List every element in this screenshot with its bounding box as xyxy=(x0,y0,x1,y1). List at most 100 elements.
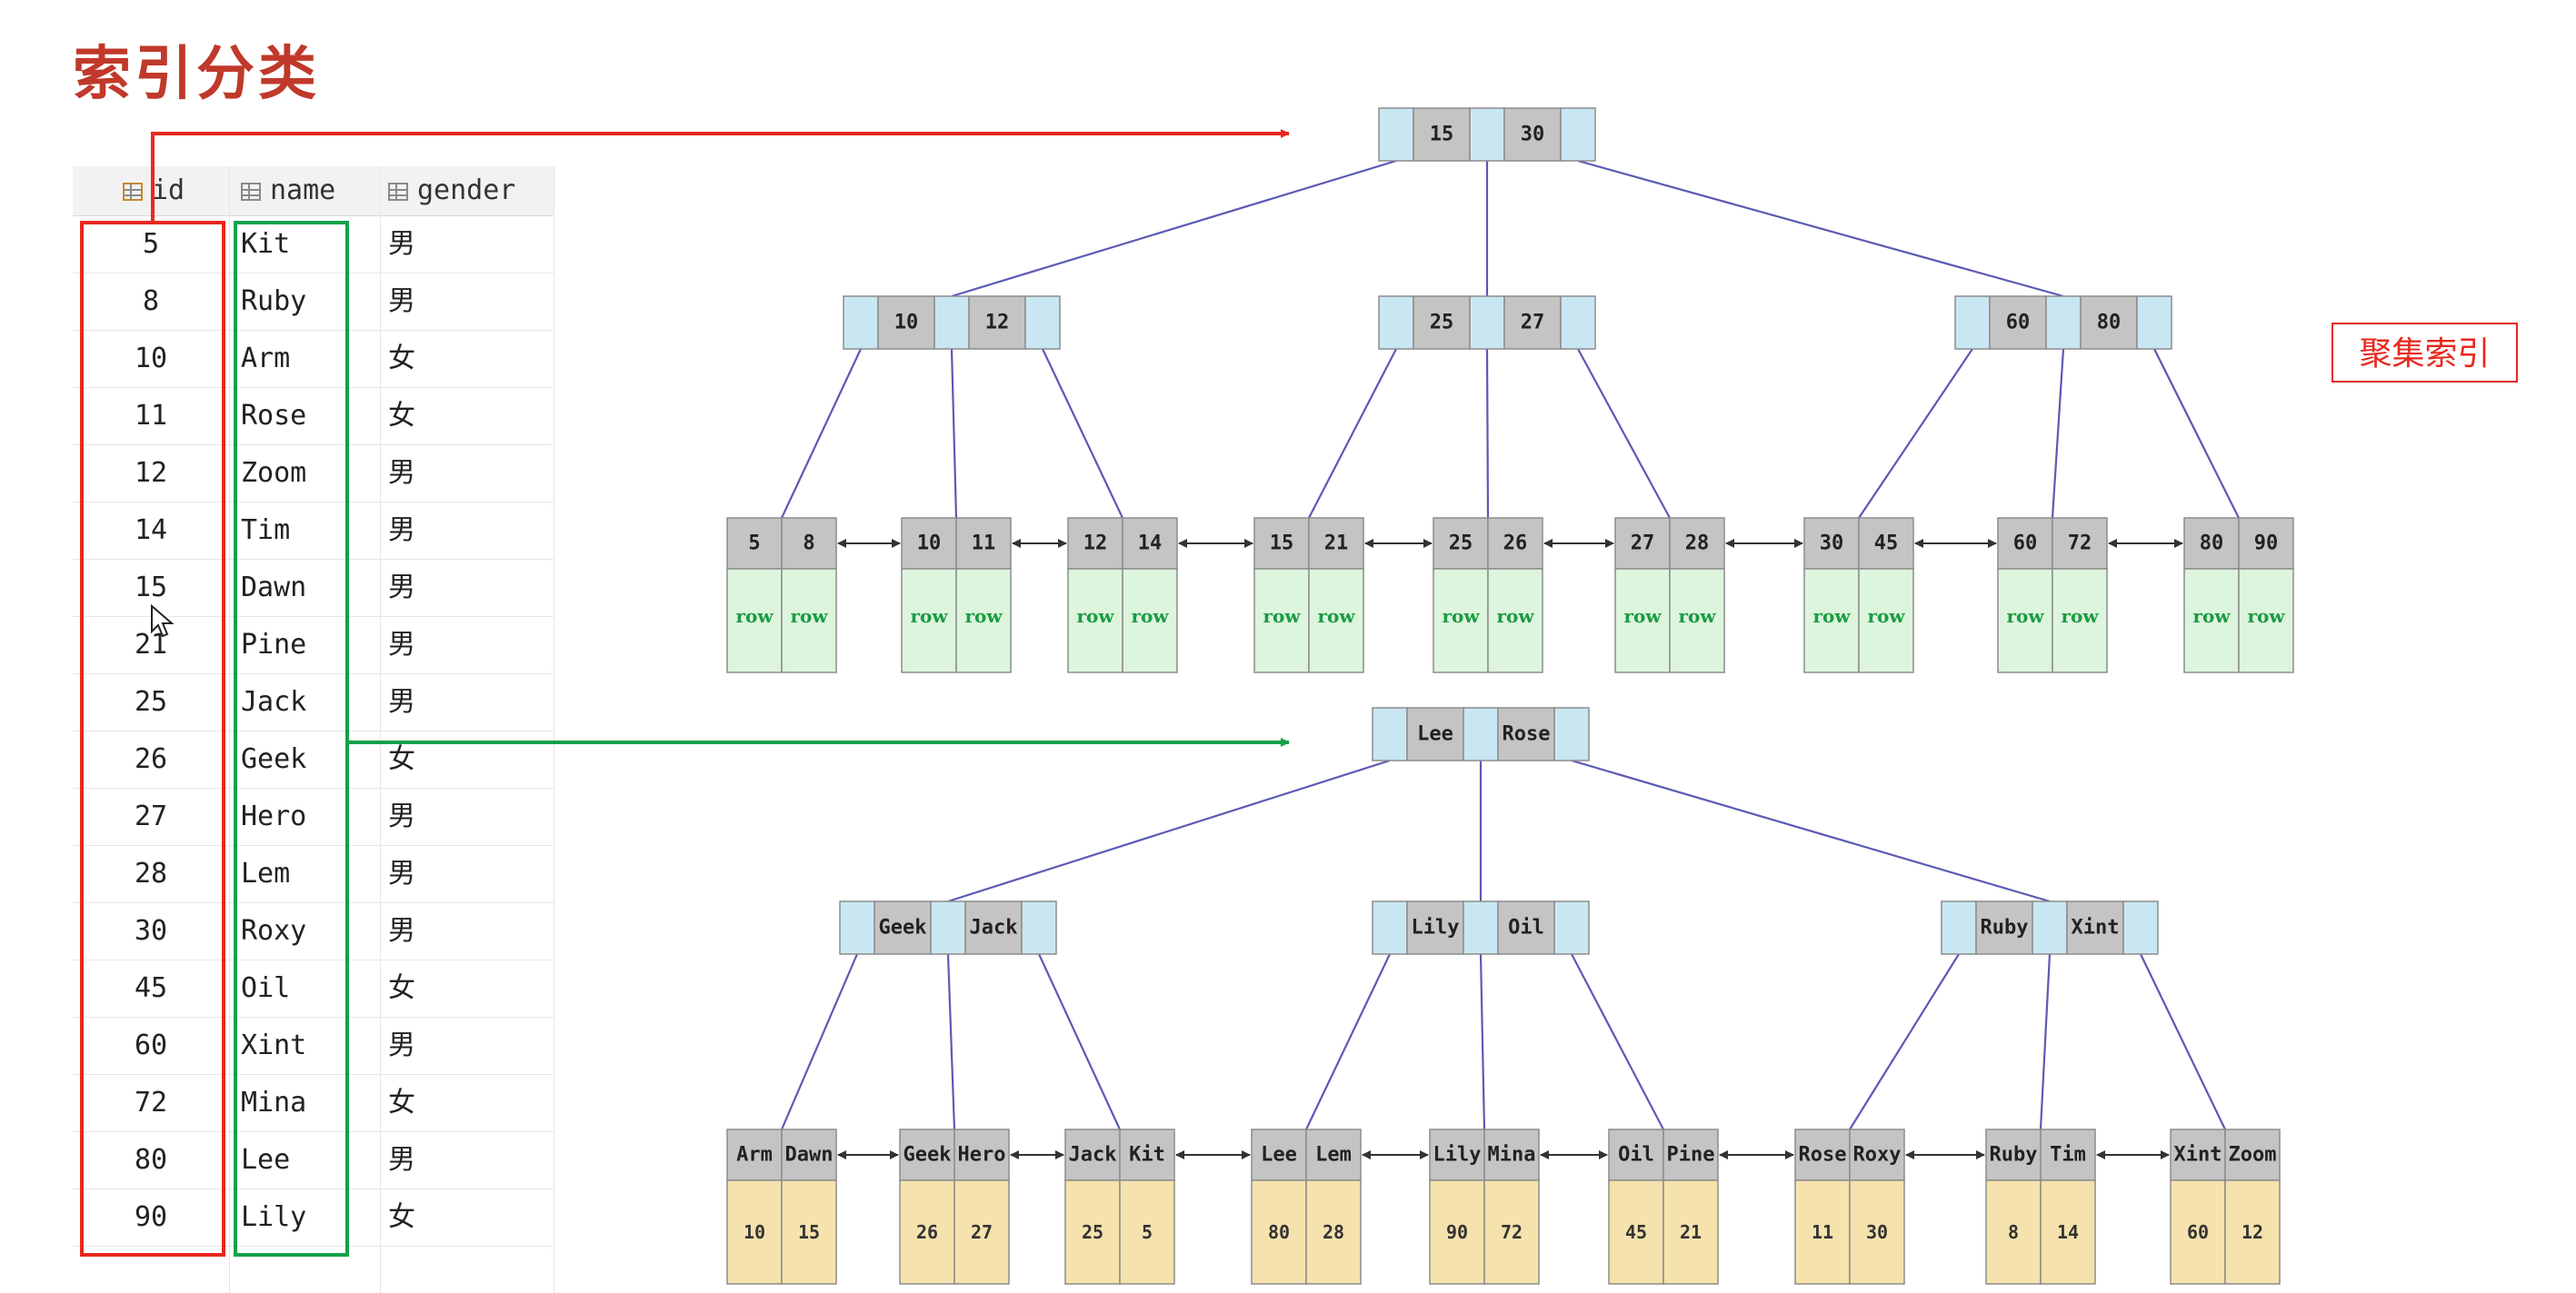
leaf-value-cell xyxy=(1669,568,1725,673)
node-key: Jack xyxy=(970,917,1018,940)
leaf-row-value: row xyxy=(2061,605,2099,627)
leaf-id-value: 25 xyxy=(1082,1221,1103,1243)
leaf-key: 5 xyxy=(748,532,760,555)
leaf-key: Rose xyxy=(1799,1144,1847,1167)
leaf-row-value: row xyxy=(1623,605,1662,627)
leaf-key: 12 xyxy=(1083,532,1108,555)
node-key-cell xyxy=(1497,900,1555,955)
tree-edge xyxy=(781,348,862,519)
leaf-row-value: row xyxy=(964,605,1003,627)
leaf-key: Tim xyxy=(2050,1144,2086,1167)
node-key-cell xyxy=(1413,295,1471,350)
node-pointer-cell xyxy=(2122,900,2159,955)
leaf-key: Zoom xyxy=(2229,1144,2277,1167)
leaf-value-cell xyxy=(1614,568,1671,673)
cell-id: 27 xyxy=(134,801,168,832)
cell-name: Roxy xyxy=(241,915,307,947)
tree-edge xyxy=(951,159,1397,298)
leaf-key: 27 xyxy=(1631,532,1655,555)
node-pointer-cell xyxy=(1378,295,1414,350)
cell-name: Pine xyxy=(241,629,307,661)
leaf-value-cell xyxy=(1849,1179,1905,1285)
leaf-key-cell xyxy=(1429,1129,1485,1181)
node-key-cell xyxy=(1406,707,1464,761)
leaf-row-value: row xyxy=(910,605,948,627)
leaf-key: 10 xyxy=(917,532,942,555)
cell-gender: 女 xyxy=(388,743,415,775)
leaf-key: 72 xyxy=(2068,532,2092,555)
tree-edge xyxy=(950,348,958,519)
leaf-value-cell xyxy=(1662,1179,1719,1285)
column-id[interactable]: id xyxy=(123,166,185,215)
node-pointer-cell xyxy=(1372,707,1408,761)
leaf-key: Geek xyxy=(904,1144,952,1167)
leaf-key: Ruby xyxy=(1990,1144,2038,1167)
cell-name: Lee xyxy=(241,1144,291,1176)
column-gender-label: gender xyxy=(417,174,516,206)
cell-gender: 男 xyxy=(388,457,415,489)
cell-gender: 女 xyxy=(388,1201,415,1233)
cell-id: 60 xyxy=(134,1029,168,1061)
tree-edge xyxy=(1571,759,2051,903)
leaf-value-cell xyxy=(1251,1179,1307,1285)
node-pointer-cell xyxy=(930,900,966,955)
tree-edge xyxy=(1308,348,1397,519)
leaf-key-cell xyxy=(2040,1129,2096,1181)
node-pointer-cell xyxy=(1463,900,1499,955)
leaf-row-value: row xyxy=(2247,605,2285,627)
cell-gender: 女 xyxy=(388,972,415,1004)
tree-edge xyxy=(2140,953,2226,1130)
node-key: 25 xyxy=(1430,312,1454,334)
node-key: 30 xyxy=(1521,124,1545,146)
tree-edge xyxy=(1042,348,1123,519)
leaf-key-cell xyxy=(1985,1129,2042,1181)
leaf-key-cell xyxy=(1794,1129,1851,1181)
tree-edge xyxy=(1479,953,1486,1130)
leaf-id-value: 8 xyxy=(2008,1221,2019,1243)
cell-gender: 男 xyxy=(388,629,415,661)
leaf-key: 90 xyxy=(2254,532,2279,555)
column-divider xyxy=(229,166,230,1293)
cell-gender: 男 xyxy=(388,285,415,317)
leaf-value-cell xyxy=(2238,568,2294,673)
node-pointer-cell xyxy=(2032,900,2068,955)
column-gender[interactable]: gender xyxy=(388,166,515,215)
tree-edge xyxy=(1577,159,2064,298)
leaf-key: 60 xyxy=(2013,532,2038,555)
column-name[interactable]: name xyxy=(241,166,335,215)
cell-name: Zoom xyxy=(241,457,307,489)
leaf-id-value: 80 xyxy=(1268,1221,1290,1243)
node-key: 27 xyxy=(1521,312,1545,334)
leaf-key: 8 xyxy=(803,532,814,555)
leaf-id-value: 10 xyxy=(744,1221,765,1243)
leaf-row-value: row xyxy=(1131,605,1169,627)
leaf-value-cell xyxy=(2170,1179,2226,1285)
leaf-value-cell xyxy=(781,1179,837,1285)
cell-id: 14 xyxy=(134,514,168,546)
